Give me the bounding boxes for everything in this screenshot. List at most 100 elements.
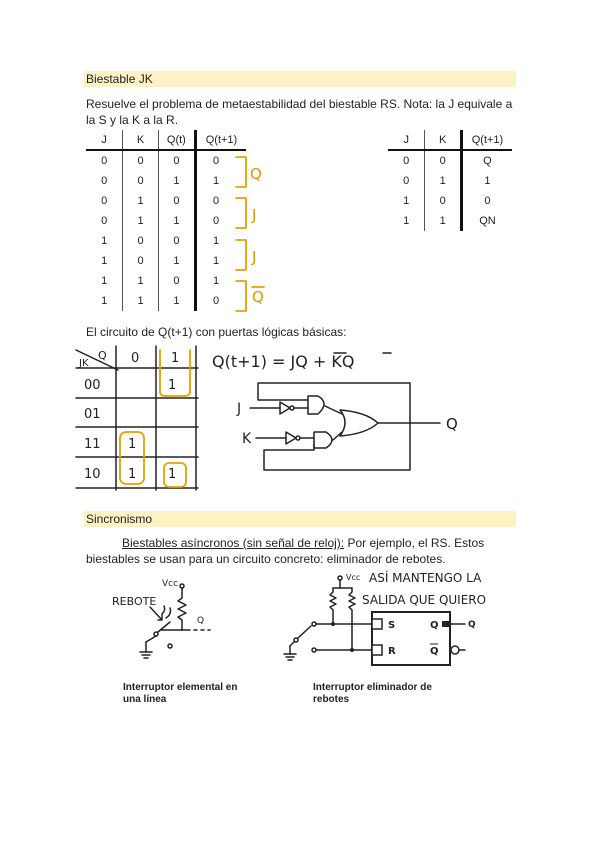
fig1-switch-contact <box>167 643 173 649</box>
table-cell: 1 <box>212 235 220 247</box>
table-cell: 0 <box>122 150 159 171</box>
t1-header-j: J <box>86 130 124 151</box>
feedback-top <box>257 382 411 424</box>
table-cell: 0 <box>424 191 463 211</box>
not-gate-k <box>285 431 297 445</box>
kmap-cell-10-1: 1 <box>168 467 176 482</box>
table-cell: 0 <box>158 231 197 251</box>
table-cell: 0 <box>122 231 159 251</box>
intro-paragraph: Resuelve el problema de metaestabilidad … <box>86 97 513 127</box>
t1-header-qt1: Q(t+1) <box>195 130 246 151</box>
fig1-switch-arm <box>157 621 171 633</box>
table-cell: 0 <box>212 295 220 307</box>
fig1-caption: Interruptor elemental en una línea <box>123 682 238 705</box>
fig1-note: REBOTE <box>112 595 156 608</box>
table-cell: 0 <box>86 150 124 171</box>
t2-header-k: K <box>424 130 463 151</box>
fig2-vcc: Vcc <box>346 573 360 582</box>
table-cell: 0 <box>86 211 124 231</box>
kmap-row-label-1: 01 <box>84 407 101 422</box>
table-cell: 0 <box>212 215 220 227</box>
kmap-corner-diagonal <box>75 349 119 371</box>
table-cell: 1 <box>122 211 159 231</box>
table-cell: 1 <box>86 231 124 251</box>
sync-paragraph: Biestables asíncronos (sin señal de relo… <box>86 535 518 567</box>
table-cell: 0 <box>122 251 159 271</box>
kmap-group-kq <box>163 462 187 488</box>
t2-header-j: J <box>388 130 426 151</box>
fig1-resistor <box>177 587 187 631</box>
fig2-lead <box>289 641 295 647</box>
kmap-corner-left: JK <box>78 358 89 369</box>
fig1-vcc: Vcc <box>162 579 178 589</box>
wire-and1-or <box>324 405 343 415</box>
table-cell: 1 <box>158 251 197 271</box>
annotation-1: Q <box>250 165 262 183</box>
output-q-label: Q <box>446 415 458 433</box>
fig2-contact-s <box>311 621 317 627</box>
bracket-2 <box>235 197 247 229</box>
table-cell: 1 <box>212 255 220 267</box>
table-cell: 1 <box>158 211 197 231</box>
annotation-2: J <box>251 206 256 224</box>
sync-lead: Biestables asíncronos (sin señal de relo… <box>122 536 345 550</box>
section-heading-biestable-jk: Biestable JK <box>84 71 516 87</box>
kmap-col-1: 1 <box>171 351 179 366</box>
table-cell: 0 <box>388 171 426 191</box>
fig2-qn-bubble <box>450 645 460 655</box>
annotation-4: Q <box>252 288 264 306</box>
bracket-4 <box>235 280 247 312</box>
fig1-out-q: Q <box>197 616 204 626</box>
circuit-text: El circuito de Q(t+1) con puertas lógica… <box>86 325 347 339</box>
fig2-pin-r <box>371 644 383 656</box>
table-cell: 0 <box>212 195 220 207</box>
kmap-group-jq <box>119 431 145 485</box>
fig2-switch-arm <box>297 625 312 639</box>
table-cell: 1 <box>122 191 159 211</box>
bracket-3 <box>235 239 247 271</box>
feedback-bottom <box>263 422 411 471</box>
fig2-note-line1: ASÍ MANTENGO LA <box>369 570 482 585</box>
kmap-group-q <box>159 349 191 397</box>
fig1-note-arrow <box>149 606 163 621</box>
kmap-row-label-3: 10 <box>84 467 101 482</box>
wire-and2-or <box>332 431 343 441</box>
and-gate-top <box>307 395 325 415</box>
table-cell: Q <box>483 155 492 167</box>
table-cell: QN <box>479 215 496 227</box>
section-heading-sincronismo: Sincronismo <box>84 511 516 527</box>
table-cell: 1 <box>484 175 491 187</box>
fig2-out-q: Q <box>468 620 476 630</box>
fig2-label-qn: Q <box>430 646 439 657</box>
fig2-resistor-r <box>348 587 373 651</box>
fig1-ground-icon <box>139 651 153 659</box>
fig2-caption: Interruptor eliminador de rebotes <box>313 682 432 705</box>
input-k-label: K <box>242 431 252 447</box>
table-cell: 1 <box>86 291 124 311</box>
fig1-lead <box>145 635 157 643</box>
bracket-1 <box>235 156 247 188</box>
table-cell: 0 <box>424 150 463 171</box>
table-cell: 1 <box>424 171 463 191</box>
kmap-cell-00-1: 1 <box>168 378 176 393</box>
t2-header-qt1: Q(t+1) <box>461 130 512 151</box>
table-cell: 0 <box>212 155 220 167</box>
kmap-row-label-2: 11 <box>84 437 101 452</box>
fig2-rs-block <box>371 611 451 666</box>
fig1-bounce-marks <box>161 605 172 619</box>
table-cell: 0 <box>158 150 197 171</box>
table-cell: 1 <box>158 291 197 311</box>
